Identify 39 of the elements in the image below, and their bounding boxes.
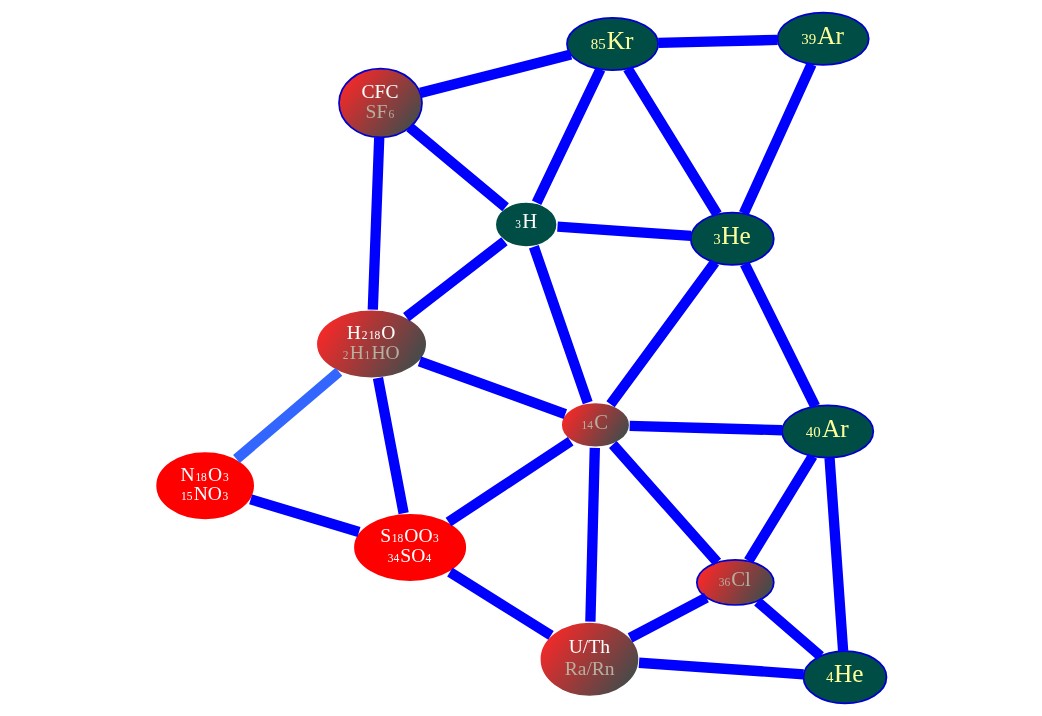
node-ellipse: 4He (802, 650, 888, 705)
connector (744, 453, 818, 564)
node-ellipse: CFC SF6 (338, 67, 423, 139)
connector (623, 65, 722, 217)
connector (233, 367, 343, 463)
connector (739, 62, 817, 216)
connector (249, 494, 361, 537)
connector (528, 245, 593, 405)
connector (367, 137, 385, 310)
connector (419, 49, 573, 98)
node-ellipse: S18OO3 34SO4 (352, 512, 468, 583)
node-ellipse: 3H (494, 201, 559, 248)
connector (403, 237, 508, 322)
connector (754, 597, 824, 660)
connector (638, 657, 804, 680)
connector (606, 259, 720, 408)
node-ellipse: 85Kr (566, 16, 660, 71)
connector (824, 457, 849, 652)
node-ellipse: 36Cl (696, 559, 775, 606)
connector (608, 441, 722, 566)
connector (740, 261, 820, 409)
node-ellipse: H218O 2H1HO (315, 308, 428, 380)
connector (627, 593, 709, 643)
node-ellipse: 14C (560, 401, 631, 449)
connector (372, 377, 409, 515)
connector (417, 356, 568, 419)
node-ellipse: N18O3 15NO3 (154, 450, 256, 521)
connector (658, 34, 778, 48)
connector (406, 123, 509, 212)
node-ellipse: 40Ar (781, 404, 875, 459)
node-ellipse: U/Th Ra/Rn (538, 621, 640, 698)
node-ellipse: 39Ar (776, 11, 870, 66)
connector (447, 567, 554, 640)
connector (531, 67, 606, 205)
node-ellipse: 3He (689, 211, 775, 266)
connector (445, 436, 574, 527)
connector (629, 420, 783, 436)
connector (585, 447, 600, 622)
connector (557, 221, 692, 242)
